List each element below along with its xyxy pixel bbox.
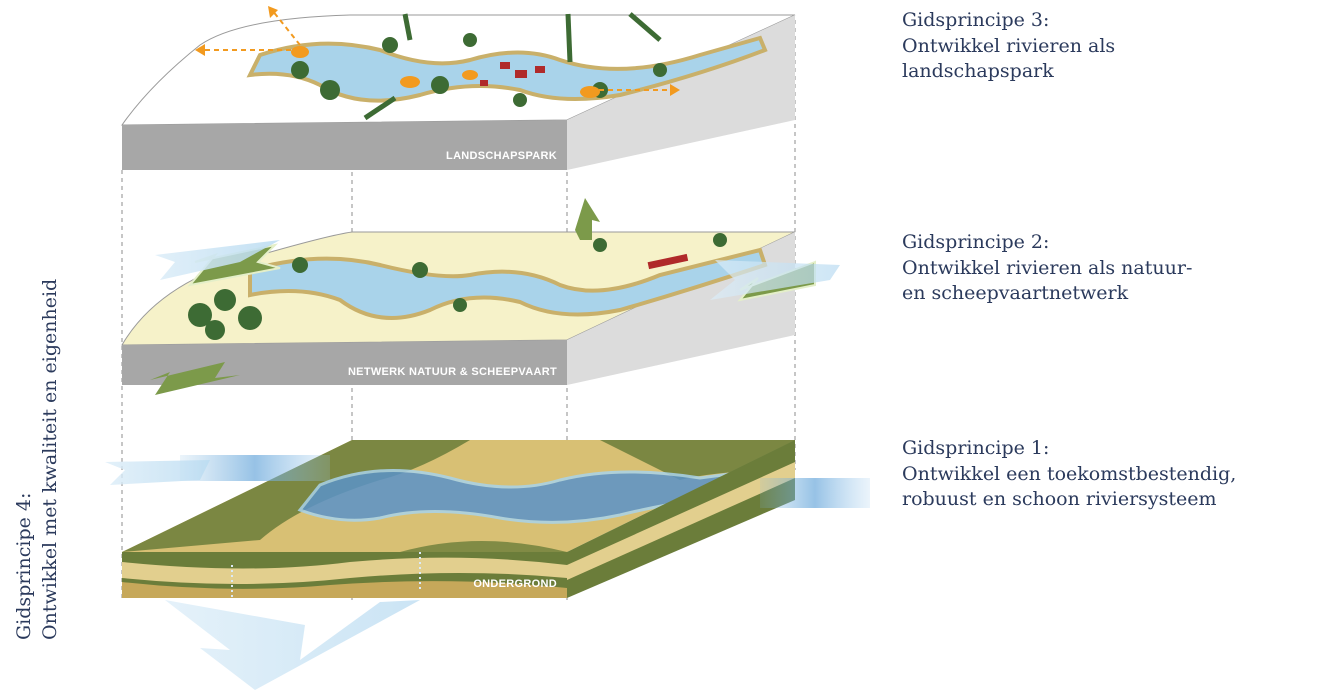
principle-1-line-2: robuust en schoon riviersysteem xyxy=(902,488,1217,511)
side-label-line1: Gidsprincipe 4: xyxy=(13,492,35,640)
principle-2-line-2: en scheepvaartnetwerk xyxy=(902,282,1129,305)
middle-layer-front xyxy=(122,340,567,385)
top-layer-front xyxy=(122,120,567,170)
green-arrow-down xyxy=(150,362,240,395)
pale-arrow-left xyxy=(155,240,280,280)
principle-1-line-1: Ontwikkel een toekomstbestendig, xyxy=(902,462,1237,485)
layer-ondergrond: ONDERGROND xyxy=(105,440,870,690)
principle-1-title: Gidsprincipe 1: xyxy=(902,437,1050,459)
principle-3-title: Gidsprincipe 3: xyxy=(902,9,1050,31)
pale-arrow-bottom-left xyxy=(105,460,210,485)
principle-3: Gidsprincipe 3: Ontwikkel rivieren als l… xyxy=(902,8,1115,85)
side-label-line2: Ontwikkel met kwaliteit en eigenheid xyxy=(38,278,61,640)
side-label-gidsprincipe-4: Gidsprincipe 4: Ontwikkel met kwaliteit … xyxy=(12,279,63,640)
layer-label-ondergrond: ONDERGROND xyxy=(473,578,557,590)
pale-arrow-bottom-down xyxy=(165,600,420,690)
flow-band-right xyxy=(760,478,870,508)
top-river xyxy=(246,35,768,103)
principle-2: Gidsprincipe 2: Ontwikkel rivieren als n… xyxy=(902,230,1192,307)
principle-3-line-1: Ontwikkel rivieren als xyxy=(902,34,1116,57)
middle-river xyxy=(248,247,768,320)
orange-route-arrows xyxy=(200,9,675,91)
principle-1: Gidsprincipe 1: Ontwikkel een toekomstbe… xyxy=(902,436,1236,513)
pale-arrow-right xyxy=(710,260,840,300)
principle-2-title: Gidsprincipe 2: xyxy=(902,231,1050,253)
layer-label-landschapspark: LANDSCHAPSPARK xyxy=(446,150,557,162)
layer-landschapspark: LANDSCHAPSPARK xyxy=(121,6,796,170)
green-arrow-up xyxy=(575,198,600,240)
principle-2-line-1: Ontwikkel rivieren als natuur- xyxy=(902,256,1193,279)
layer-netwerk: NETWERK NATUUR & SCHEEPVAART xyxy=(121,198,840,395)
principle-3-line-2: landschapspark xyxy=(902,60,1054,83)
layer-label-netwerk: NETWERK NATUUR & SCHEEPVAART xyxy=(348,366,557,378)
